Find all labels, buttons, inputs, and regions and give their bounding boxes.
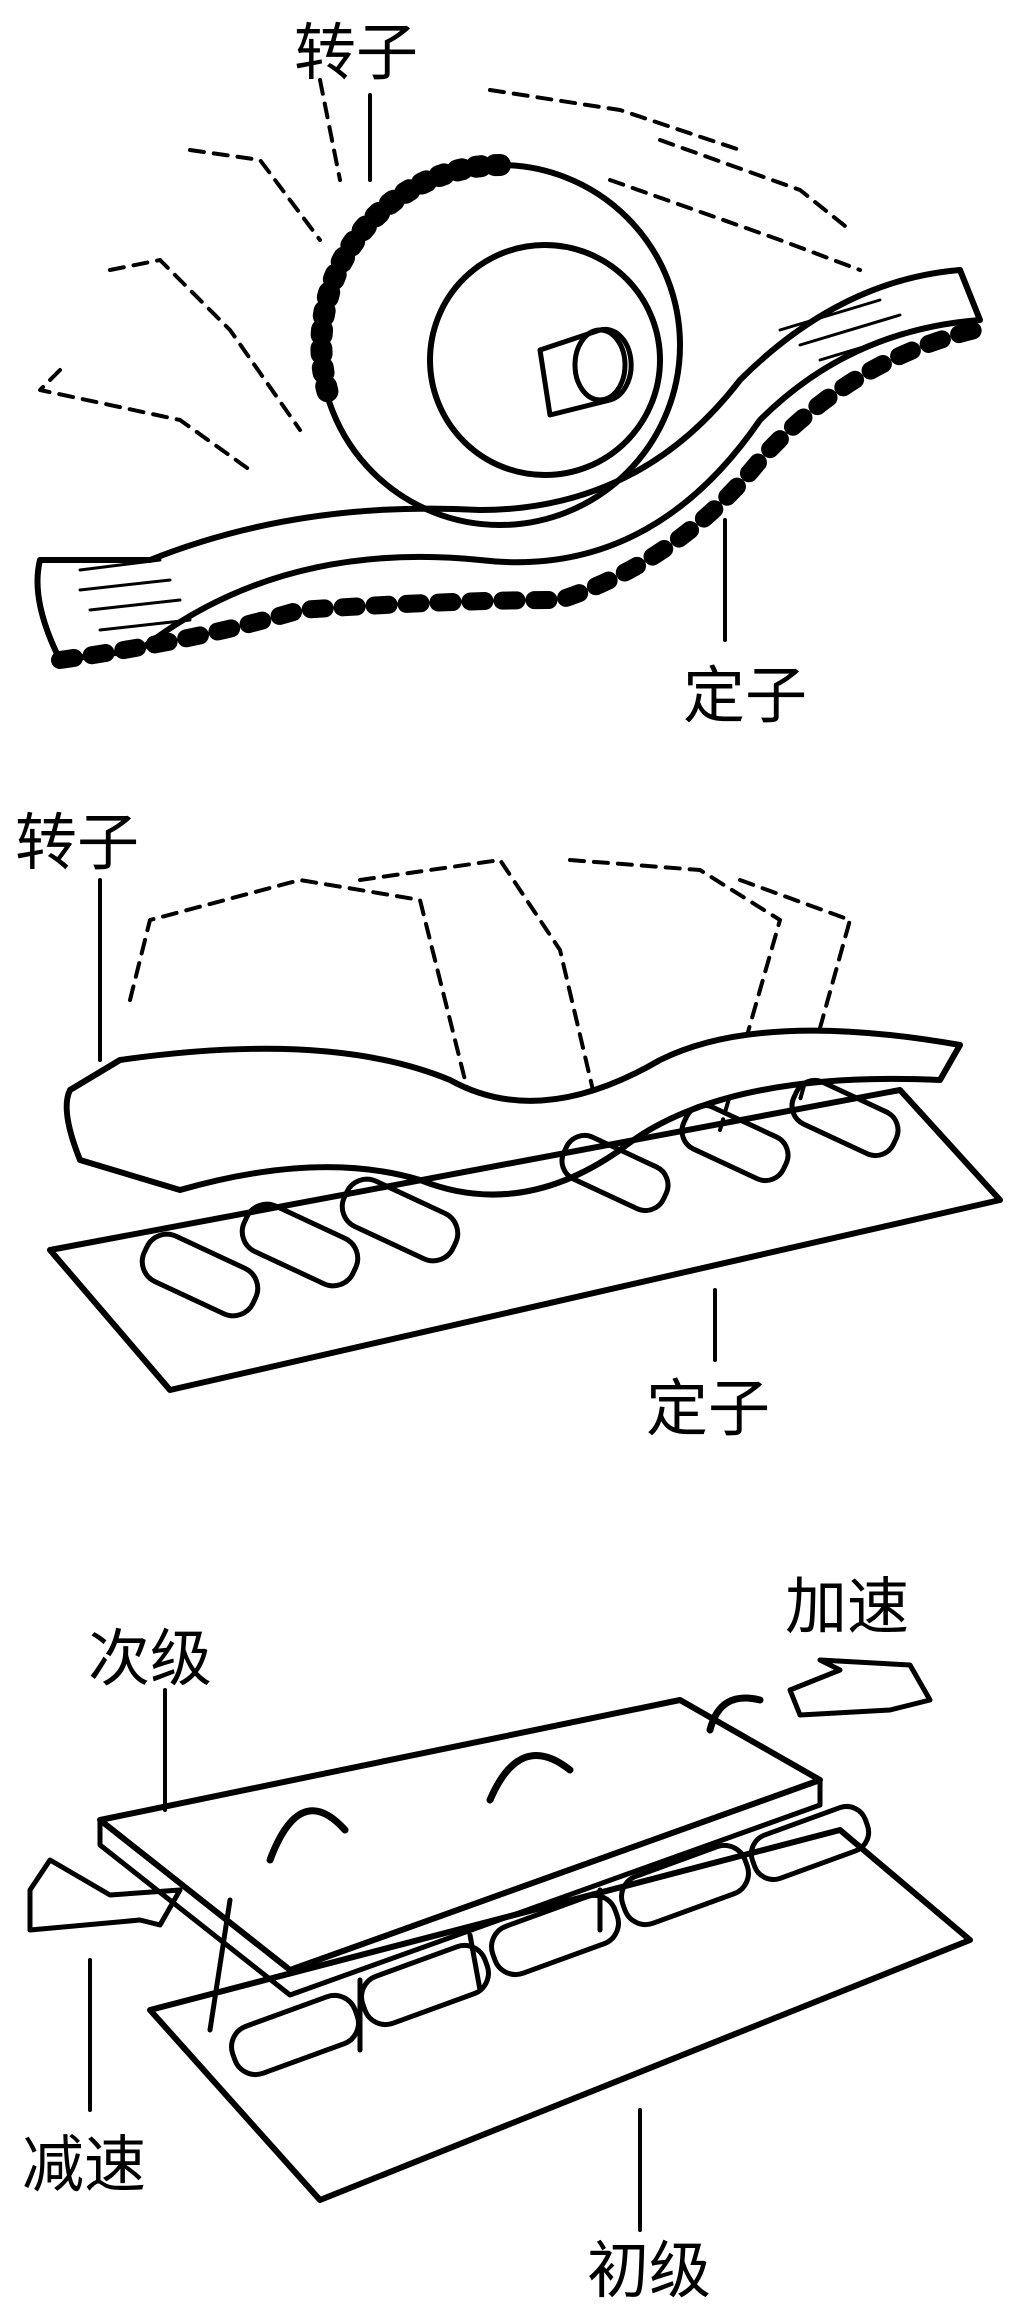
magnetic-field-lines: [38, 78, 862, 472]
stator-coils: [139, 1077, 901, 1319]
secondary-label: 次级: [88, 1622, 213, 1695]
stator-label: 定子: [646, 1372, 771, 1445]
decelerate-arrow: [27, 1857, 183, 1933]
accelerate-label: 加速: [785, 1570, 910, 1643]
unrolled-motor-illustration: [47, 858, 1003, 1393]
rotor-label: 转子: [294, 16, 419, 89]
field-arc: [486, 1752, 574, 1804]
primary-plate: [147, 1827, 973, 2203]
stator-plate: [47, 1087, 1003, 1393]
support-lines: [207, 1887, 603, 2053]
field-arc: [706, 1694, 764, 1734]
rotor-inner: [427, 242, 663, 478]
primary-coils: [229, 1804, 872, 2078]
stator-slot-lines: [78, 298, 922, 632]
rotary-motor-illustration: [34, 78, 984, 669]
rotor-label: 转子: [15, 806, 140, 879]
stator-teeth: [51, 321, 984, 669]
decelerate-label: 减速: [22, 2128, 147, 2201]
field-arc: [266, 1807, 349, 1864]
rotor-slab: [63, 1027, 963, 1198]
accelerate-arrow: [787, 1657, 933, 1718]
primary-label: 初级: [587, 2234, 712, 2307]
rotor-slots: [310, 154, 511, 411]
linear-motor-illustration: [27, 1657, 973, 2232]
stator-label: 定子: [683, 659, 808, 732]
